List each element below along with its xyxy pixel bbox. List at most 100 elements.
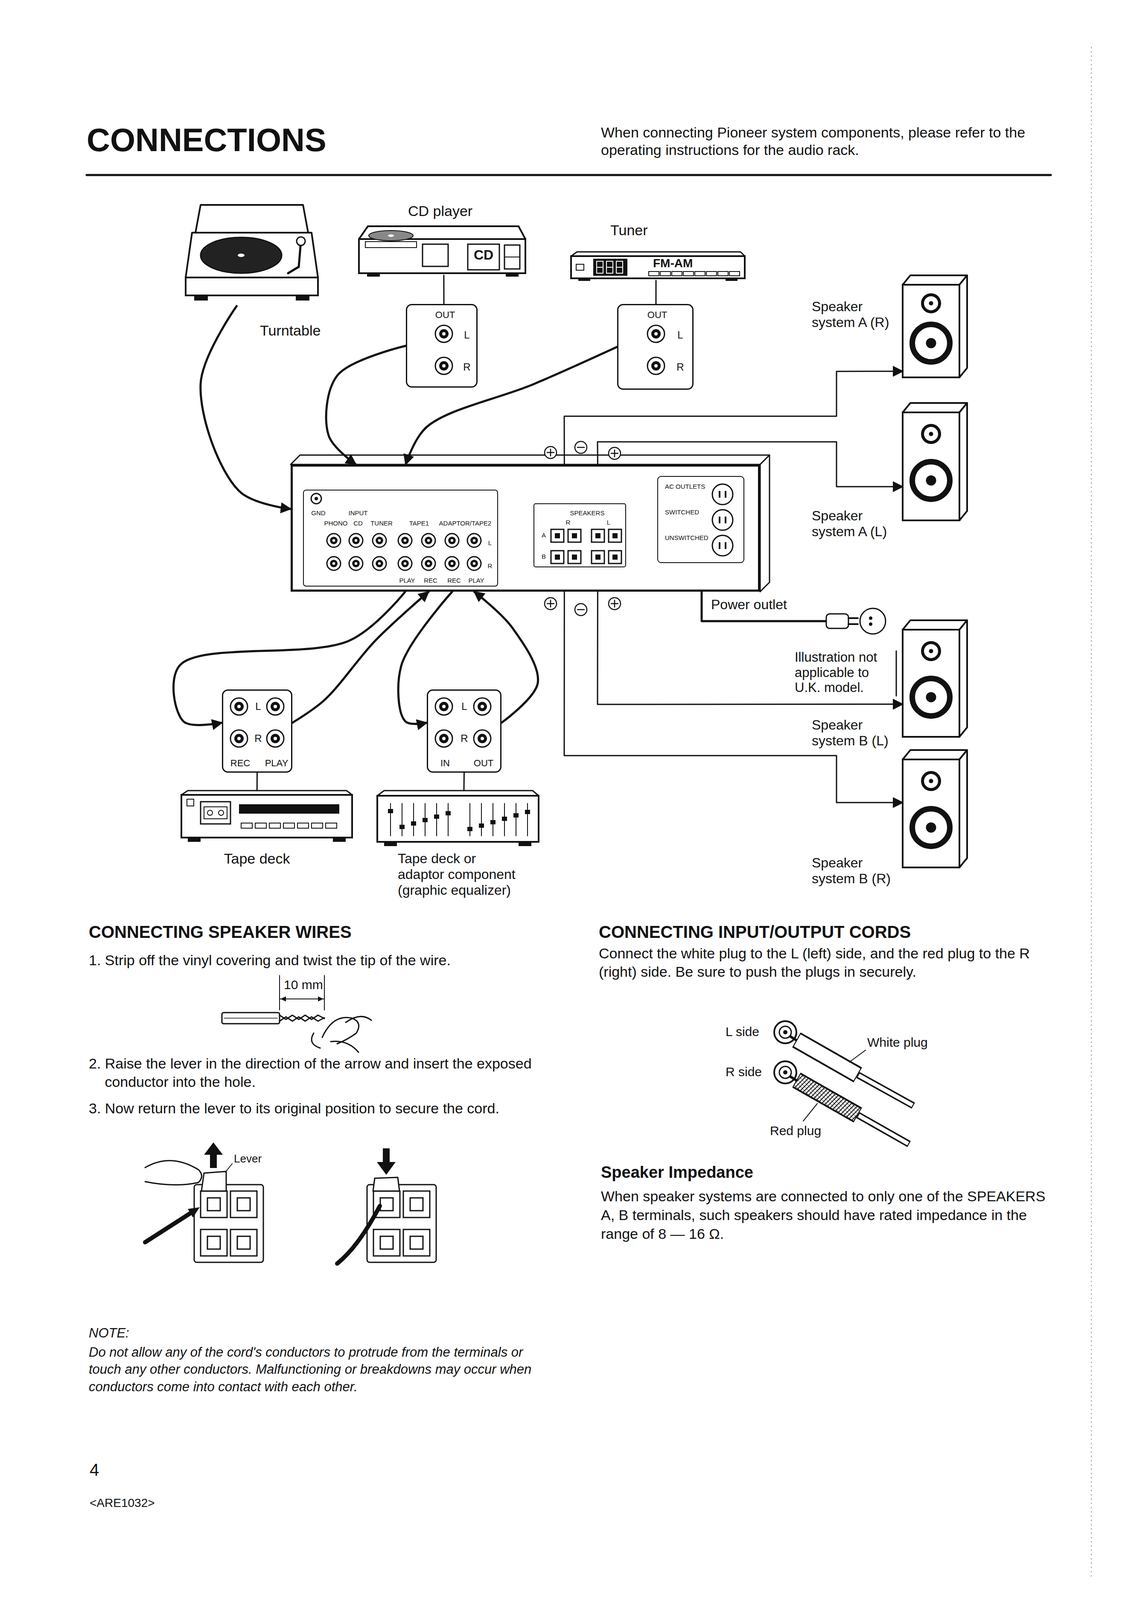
speaker-terminal [568, 550, 581, 564]
tuner-display [593, 258, 628, 276]
slider-knob [434, 814, 440, 819]
woofer-cap [926, 691, 937, 703]
polarity-symbol [574, 603, 587, 616]
equalizer-body [377, 795, 539, 842]
slider-knob [387, 808, 394, 814]
part-label: R side [725, 1064, 762, 1080]
audio-cord [326, 345, 406, 465]
plug-pin [790, 1076, 798, 1081]
panel-marking: SWITCHED [664, 508, 700, 516]
terminal-square [403, 1229, 430, 1256]
ac-outlet-slot [724, 490, 727, 498]
tonearm [288, 241, 301, 274]
speaker-terminal-hole [595, 533, 601, 539]
cd-button-divider [504, 256, 520, 258]
ac-outlet [712, 509, 733, 531]
speaker-drawing [902, 620, 968, 737]
rca-jack [647, 357, 665, 375]
equalizer-foot [384, 841, 397, 846]
rca-jack-core [439, 733, 449, 744]
output-jack-panel: OUTLR [617, 303, 694, 390]
speaker-terminal [591, 529, 605, 543]
panel-marking: INPUT [348, 509, 368, 517]
panel-marking: R [487, 562, 493, 570]
rca-jack-pin [354, 562, 358, 565]
tweeter [922, 642, 940, 660]
rca-jack-core [424, 536, 433, 545]
component-label: Tape deck or adaptor component (graphic … [397, 850, 522, 898]
rca-jack-core [424, 559, 433, 568]
ac-outlet-slot [718, 516, 721, 524]
rca-jack-core [470, 559, 479, 568]
speaker-drawing [902, 749, 968, 868]
terminal-hole [207, 1235, 221, 1249]
panel-marking: A [541, 531, 546, 539]
lever-raised [201, 1171, 227, 1191]
dimension-line [279, 998, 325, 1000]
cable-core [858, 1075, 913, 1105]
slider-track [492, 803, 494, 836]
rca-jack [473, 697, 491, 715]
rca-jack [266, 697, 284, 715]
tweeter-dome [929, 648, 934, 653]
rca-jack-core [401, 559, 409, 568]
terminal-plate [367, 1184, 437, 1263]
rca-jack [230, 729, 248, 747]
speaker-terminal-hole [571, 554, 578, 560]
red-plug-outline [796, 1079, 858, 1115]
rca-jack [230, 697, 248, 715]
slider-track [436, 803, 438, 836]
cassette-window [200, 801, 231, 824]
amplifier-side [760, 454, 770, 592]
polarity-symbol [574, 441, 587, 454]
terminal-hole [380, 1235, 394, 1249]
amplifier-top-shelf [290, 454, 770, 465]
preset-button [729, 271, 740, 276]
slider-knob [524, 809, 531, 814]
turntable-foot [295, 295, 310, 301]
part-label: L side [725, 1024, 760, 1040]
rca-jack-core [352, 559, 360, 568]
panel-leader [463, 772, 465, 791]
cd-foot [367, 273, 380, 277]
tuner-foot [578, 278, 591, 281]
document-code: <ARE1032> [89, 1495, 155, 1510]
tape-deck-button [325, 822, 337, 828]
rca-jack [473, 729, 491, 747]
rca-jack-core [270, 701, 280, 712]
jack-sleeve [774, 1020, 797, 1044]
section-heading: CONNECTING SPEAKER WIRES [88, 921, 352, 942]
rca-jack-pin [273, 704, 277, 709]
turntable: Turntable [183, 204, 317, 307]
header-note: When connecting Pioneer system component… [600, 123, 1058, 160]
slider-track [515, 803, 517, 836]
turntable-front [185, 277, 318, 296]
tweeter [922, 294, 940, 312]
component-label: OUT [473, 757, 494, 769]
page-number: 4 [89, 1459, 100, 1480]
wall-socket-hole [868, 616, 873, 620]
slider-knob [478, 823, 484, 828]
woofer [912, 808, 951, 846]
speaker-system: Speaker system A (L) [902, 402, 968, 521]
preset-button [717, 271, 729, 276]
white-plug-leader [849, 1049, 866, 1062]
wire-sheath [221, 1012, 280, 1024]
speaker-wire [597, 591, 903, 705]
twist-arrow [311, 1032, 321, 1048]
rca-jack-core [477, 733, 487, 744]
lever-figure-closed [337, 1148, 437, 1264]
cd-display [422, 244, 449, 267]
red-plug-leader [803, 1103, 818, 1121]
preset-button [671, 271, 683, 276]
speaker-side [959, 275, 968, 378]
speaker-terminal [550, 550, 564, 564]
tape-deck: Tape deck [181, 790, 353, 842]
plug-prong [848, 623, 858, 625]
tape-deck-button [269, 822, 281, 828]
rca-jack [326, 556, 341, 571]
white-plug-body [797, 1040, 857, 1075]
lever-figure-open [145, 1142, 264, 1263]
terminal-hole [410, 1235, 423, 1249]
